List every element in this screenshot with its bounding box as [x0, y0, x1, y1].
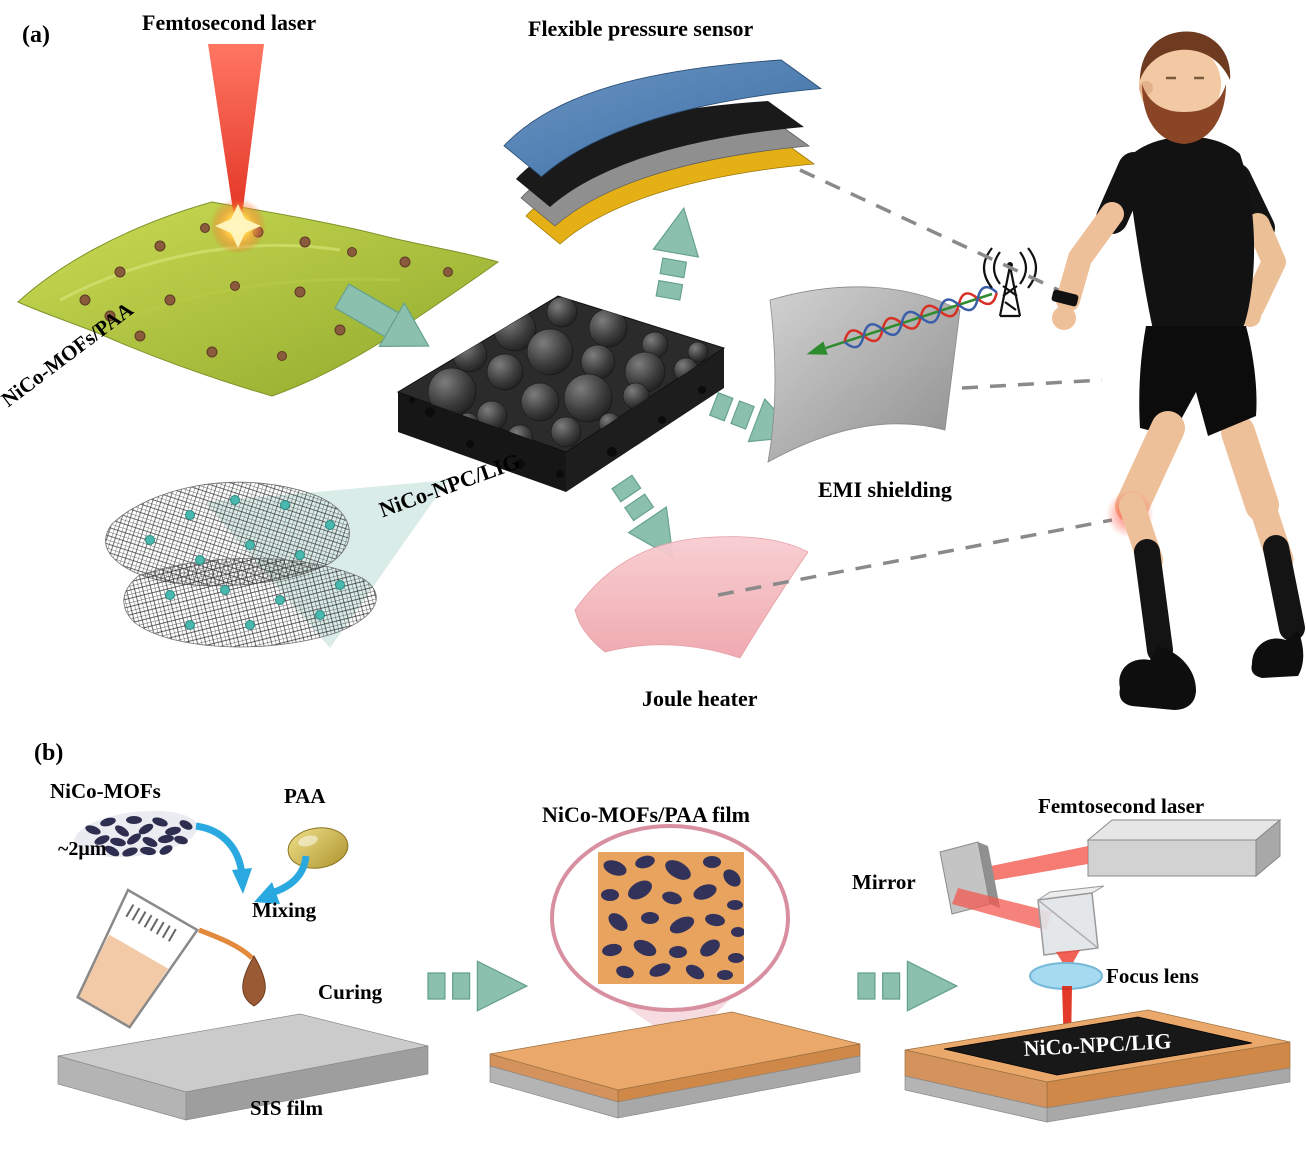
- mixing-arrows: [195, 822, 310, 904]
- nico-mofs-label: NiCo-MOFs: [50, 779, 161, 803]
- mofs-paa-film-slab: [489, 1011, 861, 1119]
- runner-figure: [1051, 31, 1305, 710]
- joule-heater-label: Joule heater: [642, 686, 758, 711]
- lig-film: [943, 1016, 1253, 1076]
- mixing-label: Mixing: [252, 898, 317, 922]
- focus-lens: [1029, 962, 1103, 990]
- link-line-emi-body: [961, 378, 1103, 390]
- panel-b-tag: (b): [34, 740, 64, 766]
- antenna-icon: [982, 247, 1038, 318]
- laser-beam: [208, 44, 266, 254]
- mixture-droplet: [242, 955, 266, 1007]
- laser-box: [1086, 818, 1282, 878]
- pressure-sensor-stack: [503, 59, 822, 245]
- link-lines: [717, 168, 1113, 597]
- runner-hair: [1140, 31, 1231, 80]
- runner-shorts: [1139, 326, 1257, 436]
- runner-front-shoe: [1119, 646, 1196, 710]
- sis-film-slab: [57, 1013, 429, 1121]
- runner-back-shoe: [1251, 630, 1304, 678]
- femtosecond-laser-label-a: Femtosecond laser: [142, 10, 317, 35]
- mof-particles-on-film: [79, 223, 453, 361]
- green-mofs-paa-film: [17, 201, 500, 397]
- runner-back-sock: [1263, 535, 1305, 641]
- runner-shirt: [1126, 136, 1255, 336]
- sis-film-label: SIS film: [250, 1096, 323, 1120]
- arrow-curing-step: [427, 960, 528, 1012]
- laser-beam-diagonal: [952, 888, 1052, 930]
- pour-stream: [198, 927, 254, 960]
- particle-size-label: ~2μm: [58, 838, 107, 860]
- mof-domains: [601, 855, 744, 980]
- curing-label: Curing: [318, 980, 383, 1004]
- arrow-laser-step: [857, 960, 958, 1012]
- emi-shielding-sheet: [767, 286, 961, 463]
- em-wave: [806, 285, 998, 355]
- slab-pores: [409, 386, 706, 478]
- magnifier: [550, 824, 790, 1012]
- runner-front-sock: [1134, 539, 1173, 663]
- target-slab: [904, 1009, 1291, 1123]
- femtosecond-laser-label-b: Femtosecond laser: [1038, 794, 1205, 818]
- beaker: [76, 888, 200, 1029]
- splitter-cube: [1037, 885, 1105, 956]
- porous-lig-slab: [396, 295, 726, 492]
- flexible-pressure-sensor-label: Flexible pressure sensor: [528, 16, 754, 41]
- arrow-to-pressure-sensor: [644, 203, 707, 303]
- emi-shielding-label: EMI shielding: [818, 477, 952, 502]
- link-line-sensor-watch: [799, 168, 1081, 302]
- mof-powder-cluster: [74, 810, 198, 858]
- link-line-heater-knee: [717, 518, 1113, 597]
- mesh-nanoparticles: [145, 495, 345, 630]
- beaker-graduations: [125, 904, 177, 942]
- focus-lens-label: Focus lens: [1106, 964, 1199, 988]
- panel-a-tag: (a): [22, 22, 50, 48]
- paa-label: PAA: [284, 784, 326, 808]
- mirror-label: Mirror: [852, 870, 916, 894]
- nico-mofs-paa-film-label: NiCo-MOFs/PAA film: [542, 802, 750, 827]
- paa-blob: [287, 827, 349, 869]
- runner-head: [1139, 43, 1221, 125]
- joule-heater-sheet: [574, 536, 809, 659]
- runner-beard: [1142, 84, 1226, 144]
- graphene-mesh: [105, 481, 377, 648]
- smartwatch: [1051, 289, 1079, 307]
- laser-beam-converging: [1056, 950, 1080, 968]
